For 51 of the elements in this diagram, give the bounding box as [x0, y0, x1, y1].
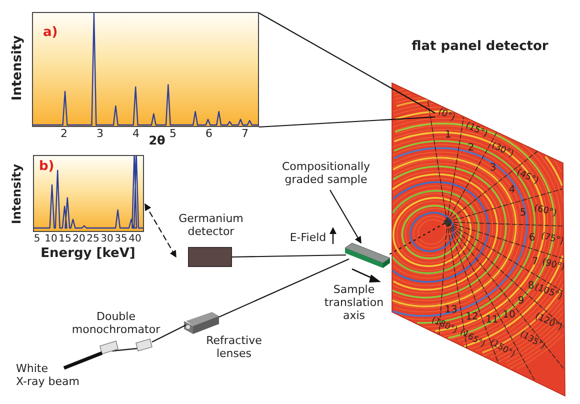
axis-caption: Sample translation axis: [323, 283, 385, 323]
tick-label: 5: [34, 234, 40, 244]
connector-line: [330, 190, 362, 244]
connector-line: [258, 12, 436, 114]
beam-caption: White X-ray beam: [16, 362, 80, 388]
sector-number: 5: [520, 208, 526, 218]
sector-number: 10: [502, 310, 516, 320]
connector-line: [63, 351, 103, 370]
tick-label: 40: [128, 234, 142, 244]
panel-letter: b): [39, 159, 54, 174]
axis-title: Intensity: [10, 35, 26, 101]
panel-letter: a): [43, 25, 58, 40]
sector-number: 8: [528, 280, 534, 292]
sector-number: 1: [444, 130, 452, 140]
tick-label: 35: [114, 234, 128, 244]
connector-line: [258, 116, 436, 128]
sector-number: 3: [490, 162, 496, 174]
sector-number: 12: [466, 312, 478, 322]
angle-label: (30°): [490, 142, 514, 160]
tick-label: 2: [60, 128, 68, 140]
angle-label: (75°): [540, 232, 564, 248]
tick-label: 3: [96, 128, 104, 140]
axis-title: 2θ: [148, 134, 166, 148]
sector-number: 2: [468, 142, 474, 154]
sample-bar: [344, 242, 391, 269]
angle-label: (90°): [540, 258, 566, 274]
tick-label: 25: [86, 234, 100, 244]
axis-title: Intensity: [10, 164, 24, 224]
tick-label: 5: [170, 128, 176, 140]
tick-label: 15: [58, 234, 72, 244]
axis-title: Energy [keV]: [40, 246, 136, 262]
angle-label: (15°): [464, 122, 488, 140]
tick-label: 10: [44, 234, 58, 244]
component-label: Germanium detector: [178, 212, 244, 238]
tick-label: 6: [206, 128, 212, 140]
connector-line: [144, 203, 176, 258]
sector-number: 4: [508, 184, 516, 196]
component-label: Double monochromator: [70, 310, 162, 336]
angle-label: (60°): [532, 204, 558, 220]
sample-caption: Compositionally graded sample: [280, 160, 372, 186]
connector-line: [218, 258, 350, 318]
tick-label: 30: [100, 234, 114, 244]
field-label: E-Field: [290, 232, 326, 244]
tick-label: 4: [132, 128, 140, 140]
connector-line: [232, 254, 346, 258]
angle-label: (45°): [514, 168, 540, 187]
panel-title: flat panel detector: [410, 40, 550, 55]
tick-label: 20: [72, 234, 86, 244]
component-label: Refractive lenses: [205, 334, 263, 360]
angle-label: (0°): [436, 108, 456, 124]
tick-label: 7: [242, 128, 248, 140]
